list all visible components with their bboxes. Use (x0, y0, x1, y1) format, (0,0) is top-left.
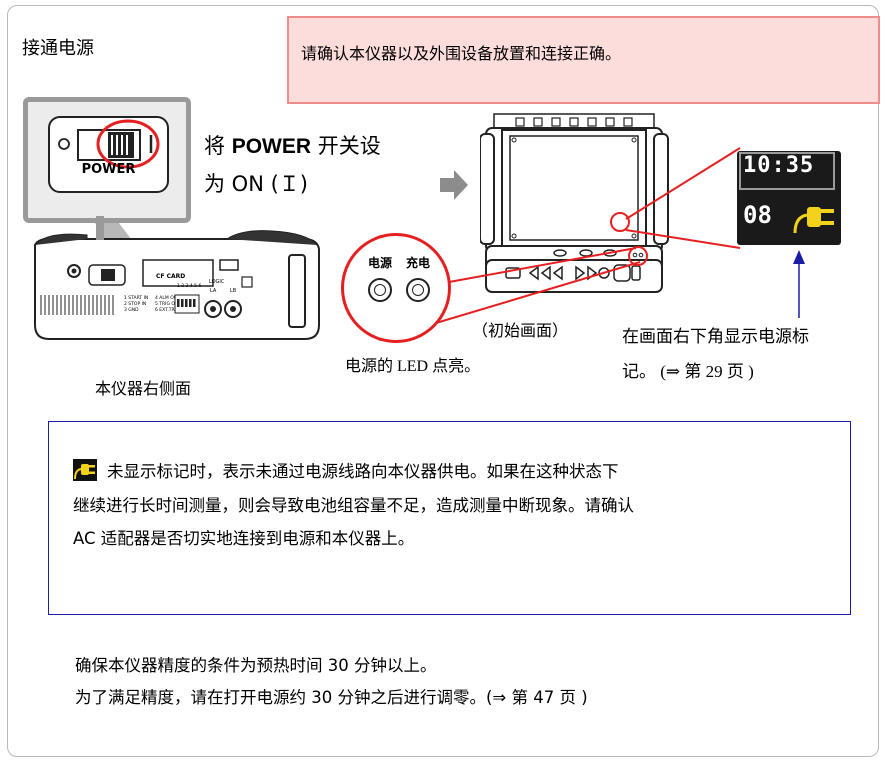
caption-mark-line-2: 记。 (⇒ 第 29 页 ) (622, 362, 754, 381)
device-front-drawing (480, 113, 669, 293)
caption-led-on: 电源的 LED 点亮。 (345, 358, 481, 375)
switch-drawing (58, 119, 160, 169)
zoom-frame (739, 152, 835, 190)
lb-label: LB (230, 288, 237, 294)
led-label-power: 电源 (368, 256, 393, 270)
power-led-icon (368, 278, 392, 302)
terminal-row-1: 1 START IN (124, 295, 148, 301)
body-line-1: 确保本仪器精度的条件为预热时间 30 分钟以上。 (75, 656, 437, 675)
terminal-row-6: 6 EXT.TRIG (155, 307, 180, 313)
power-plug-icon (73, 459, 97, 481)
terminal-row-4: 4 ALM OUT (155, 295, 180, 301)
power-switch-icon: POWER (48, 116, 169, 193)
note-box: 未显示标记时，表示未通过电源线路向本仪器供电。如果在这种状态下 继续进行长时间测… (48, 421, 851, 615)
warning-text: 请确认本仪器以及外围设备放置和连接正确。 (301, 44, 622, 63)
caption-initial-screen: （初始画面） (472, 323, 569, 340)
cf-card-text: CF CARD (156, 273, 185, 280)
instruction-line-1: 将 POWER 开关设 (204, 134, 381, 158)
dip-numbers: 1 2 3 4 5 6 (177, 283, 201, 289)
logic-label: LOGIC (209, 279, 225, 285)
led-callout: 电源 充电 (341, 233, 451, 343)
body-line-2: 为了满足精度，请在打开电源约 30 分钟之后进行调零。(⇒ 第 47 页 ) (75, 688, 588, 707)
led-label-charge: 充电 (406, 256, 431, 270)
switch-callout: POWER (23, 97, 191, 223)
side-panel-drawing: CF CARD 1 START IN 2 STOP IN 3 GND 4 ALM… (34, 223, 320, 340)
note-line-2: 继续进行长时间测量，则会导致电池组容量不足，造成测量中断现象。请确认 (73, 496, 634, 515)
note-line-3: AC 适配器是否切实地连接到电源和本仪器上。 (73, 529, 415, 548)
callout-stem (96, 216, 104, 240)
zoom-clock-text: 10:35 (743, 153, 815, 178)
screen-zoom: 10:35 08 (737, 151, 841, 245)
zoom-value-text: 08 (743, 201, 772, 229)
caption-mark-line-1: 在画面右下角显示电源标 (622, 327, 809, 346)
terminal-row-5: 5 TRIG OUT (155, 301, 181, 307)
warning-box: 请确认本仪器以及外围设备放置和连接正确。 (287, 16, 880, 104)
terminal-row-2: 2 STOP IN (124, 301, 146, 307)
section-title: 接通电源 (22, 38, 94, 59)
caption-side-view: 本仪器右侧面 (95, 379, 192, 398)
instruction-line-2: 为 ON (Ｉ) (204, 172, 308, 196)
la-label: LA (210, 288, 217, 294)
note-line-1: 未显示标记时，表示未通过电源线路向本仪器供电。如果在这种状态下 (73, 458, 619, 482)
power-label: POWER (81, 162, 136, 177)
arrow-right-icon (440, 170, 468, 200)
charge-led-icon (406, 278, 430, 302)
power-plug-icon (793, 207, 834, 234)
page-frame (7, 5, 879, 757)
terminal-row-3: 3 GND (124, 307, 139, 313)
